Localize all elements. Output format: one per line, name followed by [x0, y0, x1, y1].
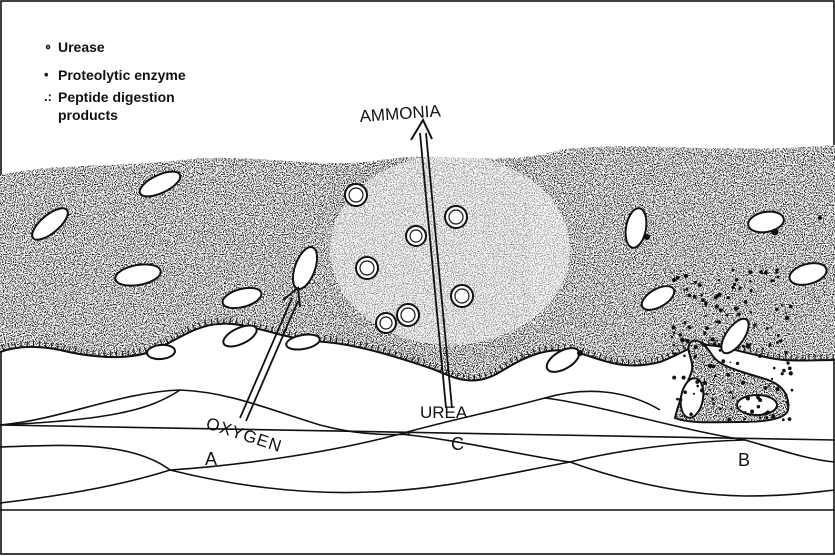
legend-item-urease: ∘ Urease [44, 38, 186, 56]
legend-label: Peptide digestion products [58, 88, 175, 124]
legend-label: Urease [58, 38, 105, 56]
hollow-circle-icon: ∘ [44, 38, 58, 56]
ammonia-label: AMMONIA [359, 101, 442, 126]
urea-label: UREA [420, 403, 468, 422]
legend-item-proteolytic-enzyme: • Proteolytic enzyme [44, 66, 186, 84]
legend-label: Proteolytic enzyme [58, 66, 186, 84]
region-b-label: B [738, 450, 750, 470]
dot-cluster-icon: .: [44, 88, 58, 106]
legend-item-peptide-products: .: Peptide digestion products [44, 88, 186, 124]
legend: ∘ Urease • Proteolytic enzyme .: Peptide… [44, 38, 186, 124]
region-c-label: C [451, 434, 464, 454]
filled-dot-icon: • [44, 66, 58, 84]
region-a-label: A [205, 449, 217, 469]
